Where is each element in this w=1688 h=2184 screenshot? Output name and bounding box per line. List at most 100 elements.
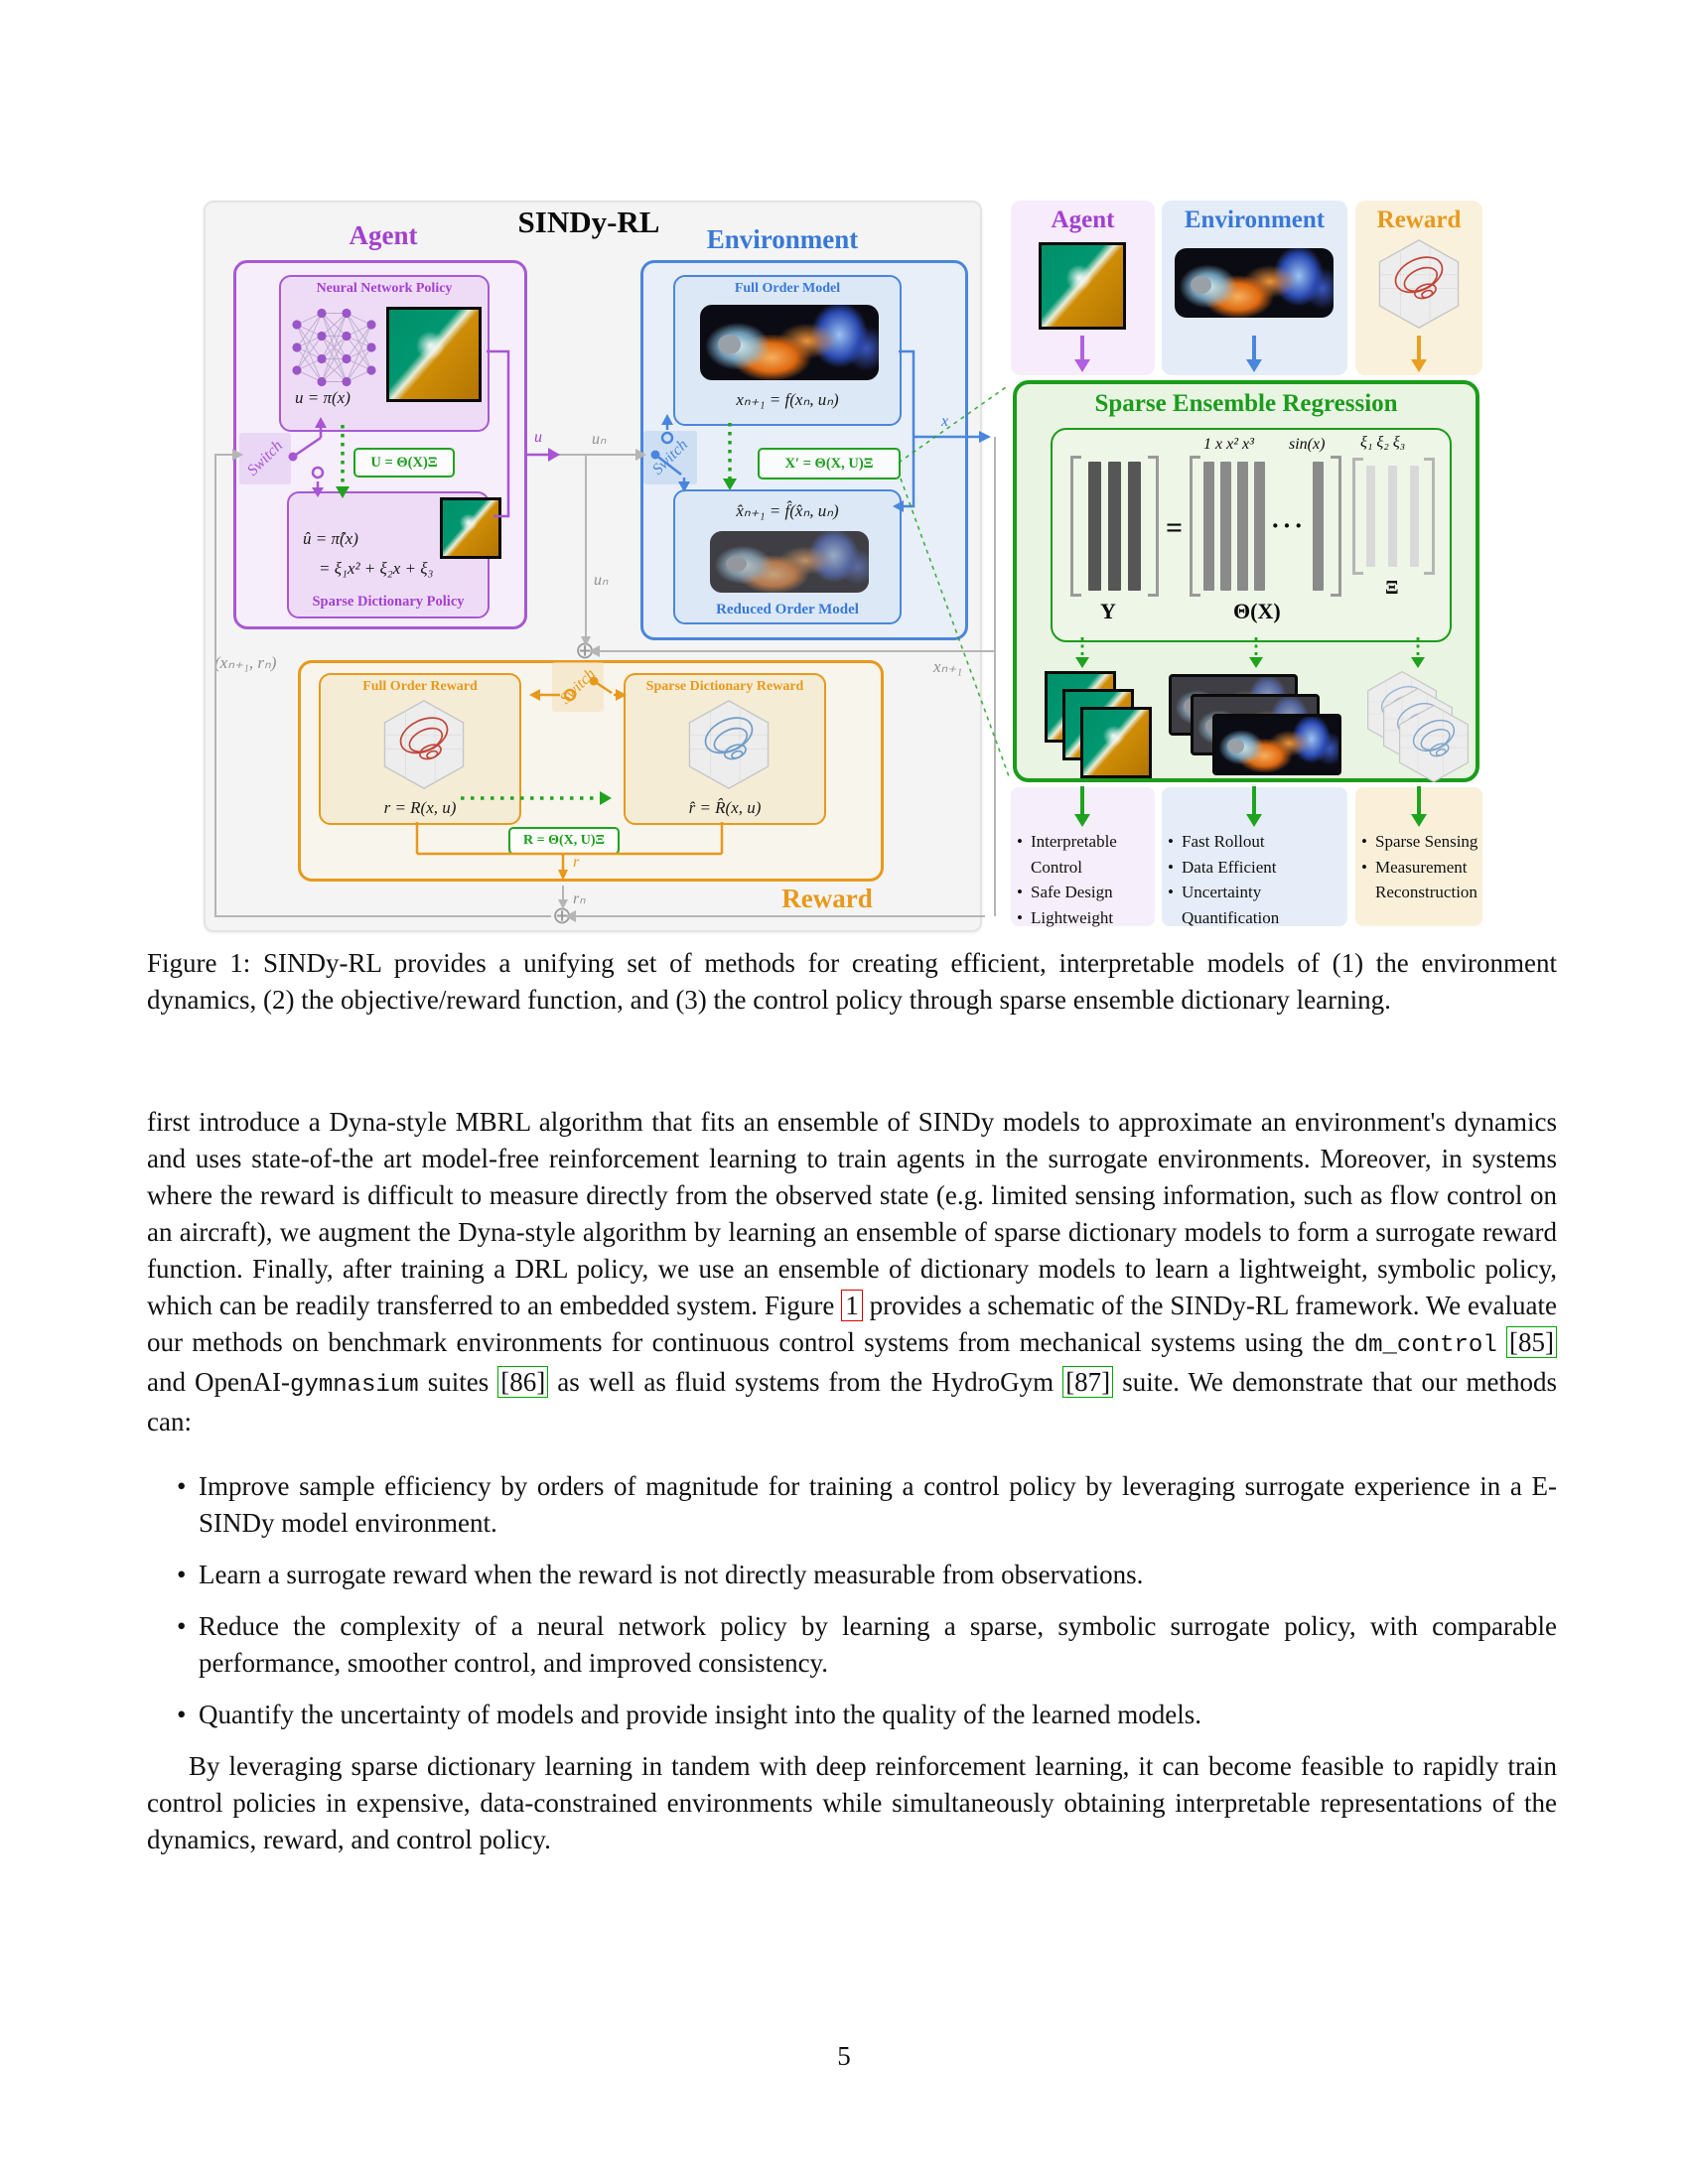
- sum-node-top: ⊕: [575, 638, 596, 664]
- y-matrix-label: Y: [1100, 599, 1116, 623]
- reward-attractor-blue-icon: [683, 699, 774, 790]
- dict-policy-label: Sparse Dictionary Policy: [312, 594, 465, 610]
- rom-label: Reduced Order Model: [716, 602, 859, 617]
- summary-environment-image: [1175, 248, 1334, 318]
- body-text: and OpenAI-: [147, 1367, 291, 1397]
- neural-network-policy-box: Neural Network Policy u = π(x): [279, 275, 490, 432]
- equals-sign: =: [1166, 511, 1184, 544]
- citation-link[interactable]: [87]: [1062, 1366, 1114, 1398]
- model-ensemble-image: [1212, 714, 1341, 775]
- bracket: [1352, 458, 1363, 575]
- reward-heading: Reward: [781, 884, 873, 913]
- bracket: [1190, 456, 1200, 597]
- agent-heading: Agent: [349, 220, 418, 250]
- wire-u-label: u: [534, 429, 542, 446]
- benefits-card-reward: Sparse Sensing Measurement Reconstructio…: [1355, 787, 1482, 926]
- full-order-reward-formula: r = R(x, u): [383, 798, 457, 817]
- bracket: [1148, 456, 1159, 597]
- wire-x-label: x: [941, 413, 949, 430]
- benefits-card-agent: Interpretable Control Safe Design Lightw…: [1011, 787, 1155, 930]
- benefits-list: Sparse Sensing Measurement Reconstructio…: [1355, 787, 1482, 905]
- wire-r-label: r: [573, 854, 580, 871]
- summary-agent-image: [1039, 242, 1126, 330]
- rom-flow-image: [710, 531, 869, 593]
- wire-un-label: uₙ: [592, 431, 607, 448]
- wire-tuple-label: (xₙ₊₁, rₙ): [214, 653, 277, 672]
- environment-heading: Environment: [706, 224, 859, 254]
- body-text: first introduce a Dyna-style MBRL algori…: [147, 1107, 1557, 1320]
- nn-policy-formula: u = π(x): [295, 388, 351, 407]
- summary-environment-heading: Environment: [1184, 206, 1326, 233]
- inline-code: gymnasium: [290, 1372, 419, 1399]
- agent-switch[interactable]: Switch: [239, 433, 291, 484]
- environment-box: Full Order Model xₙ₊₁ = f(xₙ, uₙ) X′ = Θ…: [640, 260, 968, 640]
- sparse-dict-reward-label: Sparse Dictionary Reward: [645, 679, 804, 694]
- environment-switch[interactable]: Switch: [643, 431, 697, 484]
- benefits-list: Fast Rollout Data Efficient Uncertainty …: [1162, 787, 1347, 930]
- benefit-item: Fast Rollout: [1168, 829, 1343, 855]
- summary-card-environment: Environment: [1162, 201, 1347, 375]
- dict-policy-formula-2: = ξ₁x² + ξ₂x + ξ₃: [319, 559, 434, 578]
- summary-card-agent: Agent: [1011, 201, 1155, 375]
- contribution-item: Learn a surrogate reward when the reward…: [147, 1557, 1557, 1593]
- benefit-item: Data Efficient: [1168, 855, 1343, 881]
- agent-green-formula: U = Θ(X)Ξ: [353, 448, 455, 478]
- citation-link[interactable]: [85]: [1506, 1326, 1557, 1358]
- fom-formula: xₙ₊₁ = f(xₙ, uₙ): [736, 390, 839, 409]
- body-paragraph-2: By leveraging sparse dictionary learning…: [147, 1751, 1557, 1854]
- page-number: 5: [837, 2041, 851, 2071]
- theta-poly-labels: 1 x x² x³: [1203, 436, 1254, 453]
- bracket: [1331, 456, 1341, 597]
- figure-1-schematic: SINDy-RL Agent Environment Neural Networ…: [147, 139, 1557, 933]
- benefit-item: Measurement Reconstruction: [1361, 855, 1478, 905]
- inline-code: dm_control: [1353, 1332, 1497, 1359]
- wire-xn1-label: xₙ₊₁: [933, 657, 963, 676]
- theta-sin-label: sin(x): [1289, 436, 1326, 453]
- sparse-dictionary-policy-box: û = π̂(x) = ξ₁x² + ξ₂x + ξ₃ Sparse Dicti…: [287, 491, 501, 618]
- full-order-reward-box: Full Order Reward r = R(x, u): [319, 673, 521, 825]
- policy-map-image: [386, 307, 482, 402]
- policy-ensemble-image: [1080, 707, 1152, 778]
- theta-matrix-label: Θ(X): [1233, 599, 1281, 623]
- wire-un2-label: uₙ: [594, 572, 609, 589]
- reward-switch[interactable]: Switch: [552, 662, 604, 712]
- contribution-item: Reduce the complexity of a neural networ…: [147, 1608, 1557, 1682]
- rom-formula: x̂ₙ₊₁ = f̂(x̂ₙ, uₙ): [736, 501, 839, 520]
- benefit-item: Safe Design: [1017, 880, 1151, 905]
- body-text: provides a schematic of the SINDy-RL fra…: [147, 1291, 1557, 1357]
- benefits-card-environment: Fast Rollout Data Efficient Uncertainty …: [1162, 787, 1347, 927]
- bracket: [1070, 456, 1081, 597]
- citation-link[interactable]: [86]: [497, 1366, 549, 1398]
- figure-reference-link[interactable]: 1: [841, 1290, 863, 1321]
- dict-policy-formula-1: û = π̂(x): [303, 529, 358, 548]
- figure-title: SINDy-RL: [517, 205, 660, 239]
- wire-rn-label: rₙ: [573, 890, 586, 907]
- benefit-item: Uncertainty Quantification: [1168, 880, 1343, 930]
- text-column: Figure 1: SINDy-RL provides a unifying s…: [147, 945, 1557, 1858]
- theta-dots: ···: [1271, 511, 1307, 540]
- reduced-order-model-box: x̂ₙ₊₁ = f̂(x̂ₙ, uₙ) Reduced Order Model: [673, 489, 902, 624]
- full-order-reward-label: Full Order Reward: [362, 679, 478, 694]
- body-text: [1497, 1327, 1506, 1357]
- reward-green-formula: R = Θ(X, U)Ξ: [508, 827, 620, 855]
- sparse-ensemble-regression-panel: Sparse Ensemble Regression Y = 1 x x² x³…: [1013, 380, 1479, 782]
- neural-network-icon: [292, 308, 376, 387]
- xi-column-labels: ξ₁ ξ₂ ξ₃: [1360, 434, 1406, 451]
- nn-policy-label: Neural Network Policy: [316, 281, 453, 296]
- summary-reward-heading: Reward: [1376, 206, 1462, 233]
- benefit-item: Sparse Sensing: [1361, 829, 1478, 855]
- fom-flow-image: [700, 305, 879, 380]
- full-order-model-box: Full Order Model xₙ₊₁ = f(xₙ, uₙ): [673, 275, 902, 426]
- contribution-item: Improve sample efficiency by orders of m…: [147, 1468, 1557, 1542]
- contribution-item: Quantify the uncertainty of models and p…: [147, 1697, 1557, 1733]
- body-text: suites: [418, 1367, 498, 1397]
- reward-attractor-red-icon: [378, 699, 470, 790]
- bracket: [1424, 458, 1435, 575]
- body-text: as well as fluid systems from the HydroG…: [548, 1367, 1063, 1397]
- summary-reward-attractor-icon: [1373, 238, 1465, 330]
- sum-node-bottom: ⊕: [552, 903, 573, 929]
- regression-heading: Sparse Ensemble Regression: [1094, 390, 1398, 417]
- figure-caption: Figure 1: SINDy-RL provides a unifying s…: [147, 948, 1557, 1015]
- benefit-item: Interpretable Control: [1017, 829, 1151, 880]
